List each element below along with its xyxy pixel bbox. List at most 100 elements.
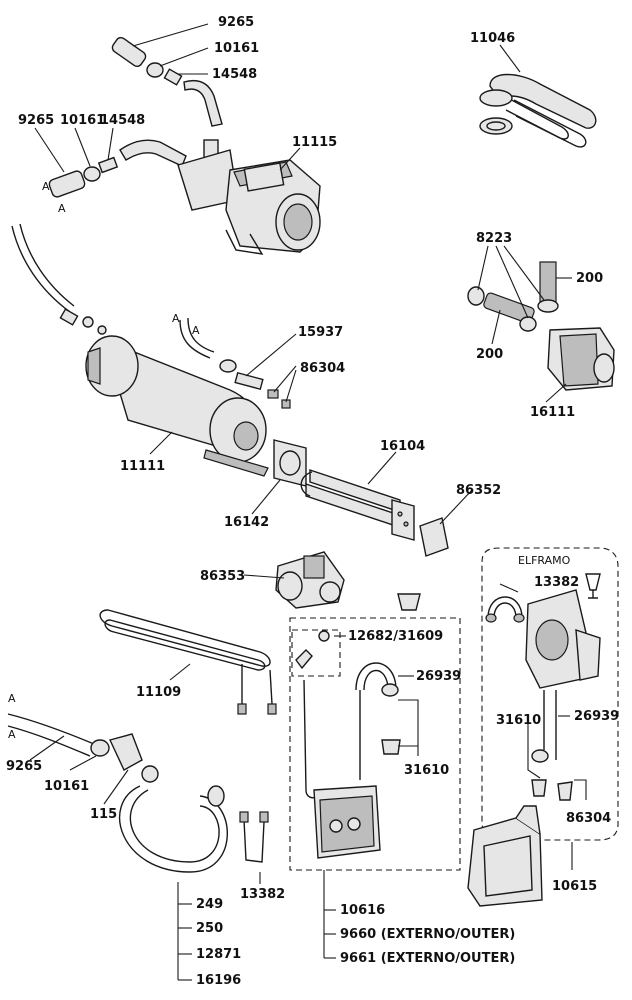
element-11109-loop-1	[99, 609, 271, 667]
label-8223: 8223	[476, 231, 512, 246]
hose-9265-left	[48, 170, 86, 198]
clamp-10161-bottom	[90, 739, 110, 757]
label-15937: 15937	[298, 325, 343, 340]
elframo-outline	[481, 547, 619, 841]
fitting-15937	[234, 371, 264, 391]
kit-10616-outline	[289, 617, 461, 871]
elframo-tube-cap-b	[513, 613, 525, 623]
label-115: 115	[90, 807, 117, 822]
pump-16111-cap	[593, 353, 615, 383]
lead-9265-left	[34, 127, 65, 173]
elframo-kit-10615	[481, 547, 619, 841]
elframo-glass-icon	[585, 573, 601, 591]
dosing-pump-kit-10616	[289, 593, 461, 871]
label-249: 249	[196, 897, 223, 912]
label-10161-bottom: 10161	[44, 779, 89, 794]
terminal-box	[243, 162, 285, 192]
elframo-glass-stem	[588, 590, 598, 599]
lead-86304-top-a	[273, 365, 297, 393]
washer-small	[97, 325, 107, 335]
label-16104: 16104	[380, 439, 425, 454]
label-16142: 16142	[224, 515, 269, 530]
flange-bolt-2	[403, 521, 409, 527]
lead-11115	[279, 147, 301, 171]
thermostat-86352	[419, 517, 449, 557]
label-10615: 10615	[552, 879, 597, 894]
label-26939-left: 26939	[416, 669, 461, 684]
lead-9265-top	[132, 23, 209, 47]
hose-line-b	[19, 223, 75, 307]
label-9660: 9660 (EXTERNO/OUTER)	[340, 927, 515, 942]
marker-a2: A	[58, 202, 66, 215]
lead-11046	[499, 44, 521, 73]
clamp-10161-top	[146, 62, 164, 78]
label-16196: 16196	[196, 973, 241, 988]
label-12871: 12871	[196, 947, 241, 962]
kit-tube-loop-outer	[355, 662, 397, 691]
valve-86353	[275, 551, 345, 609]
heating-element-11046	[479, 73, 597, 148]
label-9661: 9661 (EXTERNO/OUTER)	[340, 951, 515, 966]
weight-26939-left	[381, 683, 399, 697]
label-14548-left: 14548	[100, 113, 145, 128]
hose-9265-top	[111, 36, 147, 68]
marker-a3: A	[172, 312, 180, 325]
elframo-foot-valve	[531, 779, 547, 797]
label-200-left: 200	[476, 347, 503, 362]
kit-10616-sub-outline	[291, 629, 341, 677]
boiler-bracket	[87, 347, 101, 385]
label-26939-right: 26939	[574, 709, 619, 724]
element-nut	[479, 117, 513, 135]
lead-10161-bottom	[69, 755, 97, 771]
elframo-weight	[531, 749, 549, 763]
lead-86304-top-b	[285, 369, 297, 403]
braided-hose-outer	[118, 785, 228, 873]
siphon-cap-a	[239, 811, 249, 823]
hose-end-fitting	[59, 308, 79, 326]
elbow-fitting-top	[183, 79, 223, 127]
valve-port-left	[277, 571, 303, 601]
element-bend	[300, 471, 313, 497]
canister-neck	[515, 805, 541, 835]
kit-tube-loop-inner	[363, 670, 389, 691]
corrugated-hose-angled	[483, 292, 535, 324]
marker-a5: A	[8, 692, 16, 705]
element-11109-leg-2	[269, 669, 273, 705]
lead-11109	[169, 663, 191, 681]
label-9265-top: 9265	[218, 15, 254, 30]
label-10616: 10616	[340, 903, 385, 918]
label-9265-left: 9265	[18, 113, 54, 128]
elframo-pump-motor	[575, 629, 601, 681]
connection-markers: A A A A A A	[8, 180, 200, 741]
label-86353: 86353	[200, 569, 245, 584]
element-flange	[479, 89, 513, 107]
lead-13382-top	[499, 583, 519, 593]
clamp-boiler	[219, 359, 237, 373]
label-14548-top: 14548	[212, 67, 257, 82]
marker-a4: A	[192, 324, 200, 337]
fitting-12682	[318, 630, 330, 642]
label-250: 250	[196, 921, 223, 936]
elframo-tube-inner	[493, 602, 517, 619]
label-86304-bottom: 86304	[566, 811, 611, 826]
elbow-fitting-left	[119, 139, 187, 167]
heating-element-16104	[300, 469, 449, 557]
valve-port-right	[319, 581, 341, 603]
kit-icon-tub	[397, 593, 421, 611]
dosing-pump-port-2	[347, 817, 361, 831]
dosing-pump-port-1	[329, 819, 343, 833]
label-11111: 11111	[120, 459, 165, 474]
marker-a1: A	[42, 180, 50, 193]
lead-115	[103, 769, 129, 805]
heating-element-11109	[99, 609, 277, 715]
inlet-hose-a	[7, 713, 95, 745]
clamp-8223-c	[519, 316, 537, 332]
element-loop-2	[513, 99, 587, 148]
label-200-right: 200	[576, 271, 603, 286]
hose-nut-249	[207, 785, 225, 807]
label-13382-top: 13382	[534, 575, 579, 590]
pump-foot	[225, 229, 264, 255]
lead-86304-bottom	[574, 779, 587, 800]
lead-10161-top	[159, 47, 209, 67]
